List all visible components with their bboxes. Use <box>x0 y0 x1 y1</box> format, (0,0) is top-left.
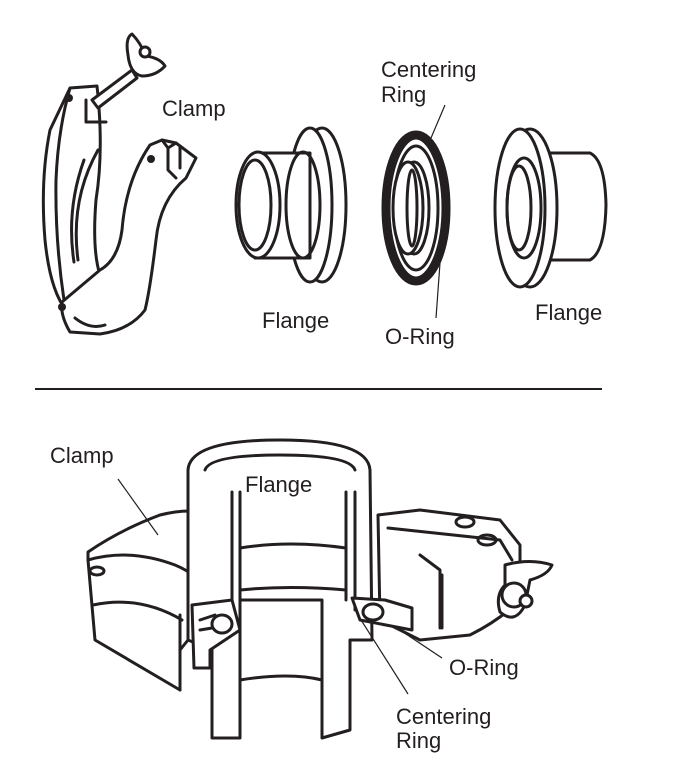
label-flange-assembled: Flange <box>245 472 313 497</box>
label-centering-ring-line2-assembled: Ring <box>396 728 442 753</box>
label-o-ring-exploded: O-Ring <box>385 324 455 349</box>
leader-centering-ring-bottom <box>355 611 409 695</box>
leader-o-ring-bottom <box>399 629 443 659</box>
label-centering-ring-line2-exploded: Ring <box>381 82 427 107</box>
label-o-ring-assembled: O-Ring <box>449 655 519 680</box>
assembled-clamp-illustration <box>86 438 554 740</box>
clamp-illustration <box>41 32 198 336</box>
leader-clamp-bottom <box>117 478 159 536</box>
section-divider <box>35 388 602 390</box>
label-flange-right: Flange <box>535 300 603 325</box>
leader-o-ring-top <box>435 262 441 319</box>
leader-centering-ring-top <box>430 104 446 139</box>
label-clamp-assembled: Clamp <box>50 443 114 468</box>
flange-left-illustration <box>234 126 348 284</box>
label-centering-ring-line1-assembled: Centering <box>396 704 492 729</box>
label-centering-ring-line1-exploded: Centering <box>381 57 477 82</box>
flange-right-illustration <box>493 127 608 289</box>
centering-ring-illustration <box>381 130 451 286</box>
label-flange-left: Flange <box>262 308 330 333</box>
label-clamp-exploded: Clamp <box>162 96 226 121</box>
